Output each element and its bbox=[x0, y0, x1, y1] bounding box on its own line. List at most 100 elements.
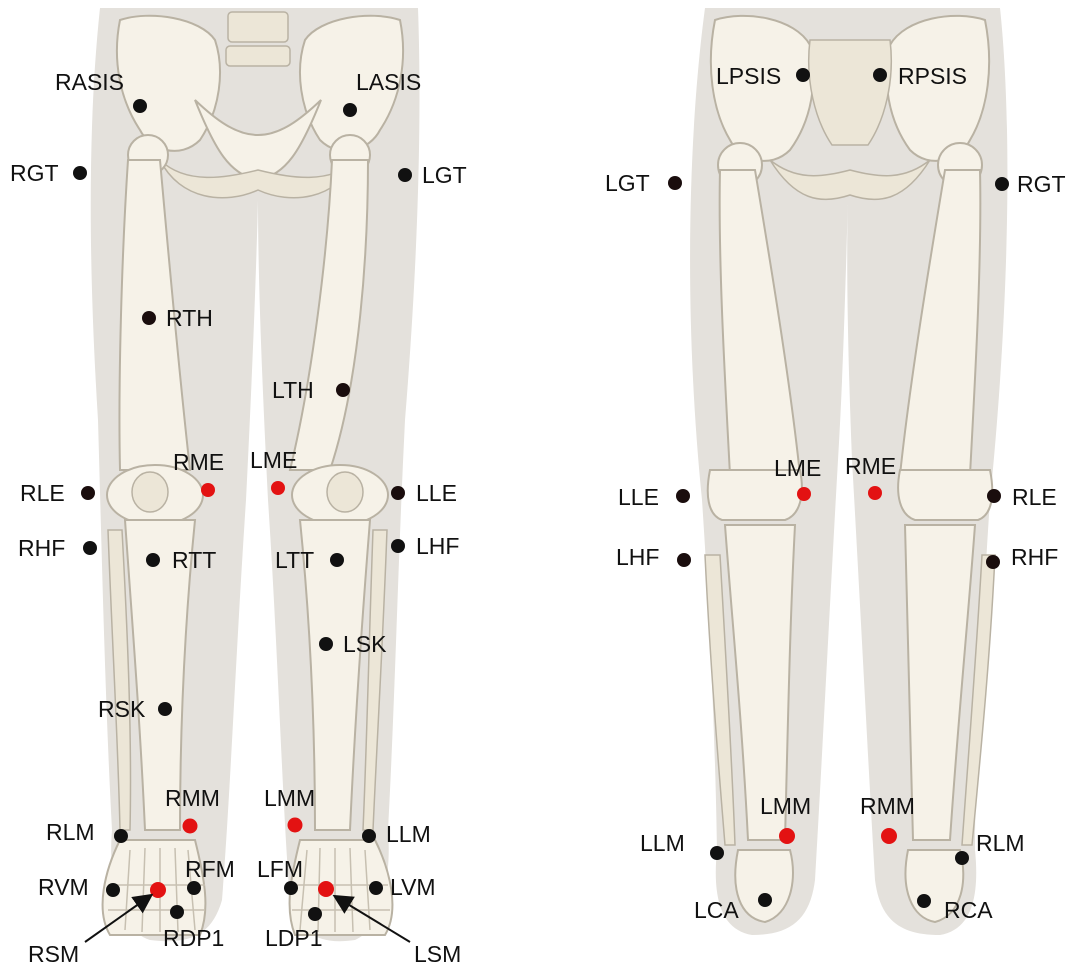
back-view: LPSIS RPSIS LGT RGT LME RME bbox=[605, 8, 1066, 935]
marker-label: LGT bbox=[605, 170, 650, 196]
marker-label: LLE bbox=[618, 484, 659, 510]
marker-label: RME bbox=[845, 453, 896, 479]
marker-dot bbox=[308, 907, 322, 921]
front-lower-legs bbox=[108, 520, 387, 830]
marker-dot bbox=[170, 905, 184, 919]
marker-label: LMM bbox=[760, 793, 811, 819]
marker-label: LTT bbox=[275, 547, 314, 573]
marker-rhf: RHF bbox=[18, 535, 97, 561]
marker-label: RDP1 bbox=[163, 925, 224, 951]
marker-dot bbox=[362, 829, 376, 843]
marker-label: RSK bbox=[98, 696, 146, 722]
marker-label: LFM bbox=[257, 856, 303, 882]
marker-label: RPSIS bbox=[898, 63, 967, 89]
marker-label: LASIS bbox=[356, 69, 421, 95]
marker-label: LSK bbox=[343, 631, 387, 657]
marker-lle: LLE bbox=[618, 484, 690, 510]
marker-label: RLM bbox=[46, 819, 95, 845]
marker-dot bbox=[779, 828, 795, 844]
marker-label: RVM bbox=[38, 874, 89, 900]
back-feet bbox=[735, 850, 963, 922]
marker-lgt: LGT bbox=[605, 170, 682, 196]
marker-dot bbox=[676, 489, 690, 503]
marker-dot bbox=[955, 851, 969, 865]
marker-label: RLE bbox=[1012, 484, 1057, 510]
marker-label: LVM bbox=[390, 874, 436, 900]
marker-rgt: RGT bbox=[10, 160, 87, 186]
marker-dot bbox=[106, 883, 120, 897]
marker-dot bbox=[187, 881, 201, 895]
marker-dot bbox=[987, 489, 1001, 503]
marker-dot bbox=[288, 818, 303, 833]
marker-dot bbox=[881, 828, 897, 844]
marker-label: LLM bbox=[640, 830, 685, 856]
marker-label: RLE bbox=[20, 480, 65, 506]
marker-dot bbox=[146, 553, 160, 567]
marker-dot bbox=[668, 176, 682, 190]
marker-label: LMM bbox=[264, 785, 315, 811]
marker-label: LHF bbox=[416, 533, 459, 559]
marker-label: LTH bbox=[272, 377, 314, 403]
marker-dot bbox=[330, 553, 344, 567]
marker-dot bbox=[868, 486, 882, 500]
marker-dot bbox=[114, 829, 128, 843]
marker-label: RME bbox=[173, 449, 224, 475]
marker-dot bbox=[391, 486, 405, 500]
marker-dot bbox=[183, 819, 198, 834]
front-view: RASIS LASIS RGT LGT RTH LTH bbox=[10, 8, 467, 967]
marker-label: RGT bbox=[1017, 171, 1066, 197]
marker-label: LLM bbox=[386, 821, 431, 847]
marker-dot bbox=[83, 541, 97, 555]
marker-lhf: LHF bbox=[616, 544, 691, 570]
marker-dot bbox=[150, 882, 166, 898]
marker-dot bbox=[758, 893, 772, 907]
marker-dot bbox=[986, 555, 1000, 569]
marker-llm: LLM bbox=[640, 830, 724, 860]
marker-dot bbox=[318, 881, 334, 897]
marker-label: LPSIS bbox=[716, 63, 781, 89]
marker-dot bbox=[73, 166, 87, 180]
marker-dot bbox=[142, 311, 156, 325]
marker-label: LGT bbox=[422, 162, 467, 188]
marker-lfm: LFM bbox=[257, 856, 303, 895]
marker-dot bbox=[797, 487, 811, 501]
marker-dot bbox=[201, 483, 215, 497]
front-knees bbox=[107, 465, 388, 525]
back-lower-legs bbox=[705, 525, 995, 845]
marker-rle: RLE bbox=[987, 484, 1057, 510]
marker-rhf: RHF bbox=[986, 544, 1058, 570]
marker-label: LLE bbox=[416, 480, 457, 506]
marker-label: RTT bbox=[172, 547, 216, 573]
marker-dot bbox=[369, 881, 383, 895]
marker-label: RLM bbox=[976, 830, 1025, 856]
marker-label: RGT bbox=[10, 160, 59, 186]
marker-dot bbox=[158, 702, 172, 716]
marker-label: RMM bbox=[165, 785, 220, 811]
marker-label: RHF bbox=[1011, 544, 1058, 570]
marker-dot bbox=[710, 846, 724, 860]
marker-dot bbox=[796, 68, 810, 82]
marker-dot bbox=[336, 383, 350, 397]
marker-rle: RLE bbox=[20, 480, 95, 506]
marker-label: RSM bbox=[28, 941, 79, 967]
marker-lhf: LHF bbox=[391, 533, 459, 559]
marker-label: RASIS bbox=[55, 69, 124, 95]
marker-dot bbox=[284, 881, 298, 895]
marker-label: LME bbox=[774, 455, 821, 481]
marker-dot bbox=[917, 894, 931, 908]
marker-dot bbox=[995, 177, 1009, 191]
marker-dot bbox=[81, 486, 95, 500]
marker-dot bbox=[319, 637, 333, 651]
marker-label: LCA bbox=[694, 897, 739, 923]
marker-dot bbox=[391, 539, 405, 553]
marker-label: LDP1 bbox=[265, 925, 323, 951]
marker-dot bbox=[398, 168, 412, 182]
marker-dot bbox=[271, 481, 285, 495]
marker-label: RCA bbox=[944, 897, 993, 923]
marker-dot bbox=[677, 553, 691, 567]
marker-dot bbox=[873, 68, 887, 82]
marker-dot bbox=[343, 103, 357, 117]
marker-dot bbox=[133, 99, 147, 113]
front-feet bbox=[103, 840, 393, 935]
